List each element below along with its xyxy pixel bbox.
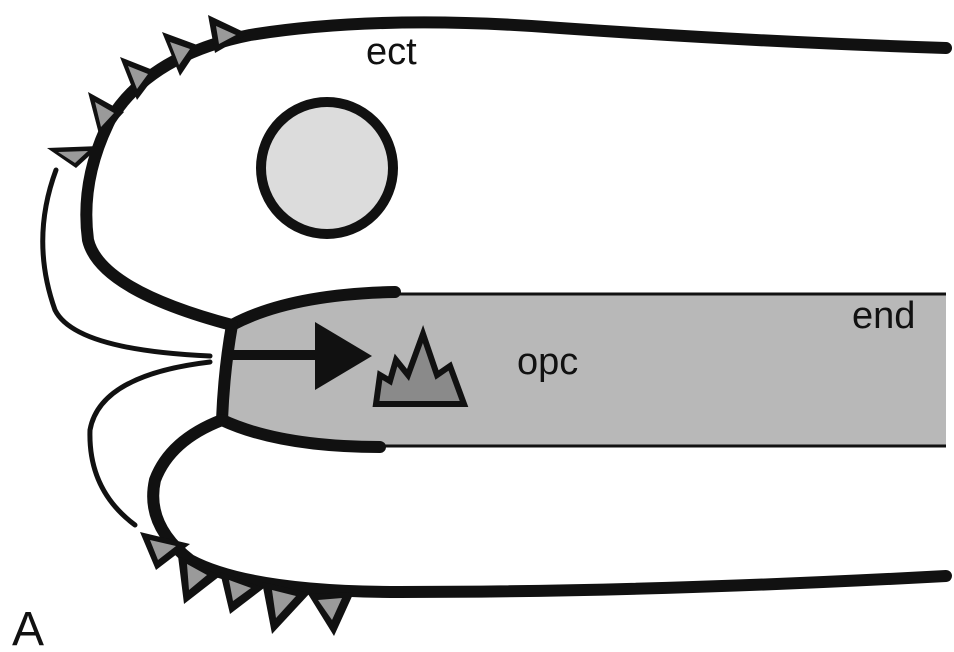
triangle-marker-icon: [308, 592, 354, 636]
triangle-markers-upper: [47, 15, 248, 168]
membrane-upper: [43, 170, 210, 356]
label-opc: opc: [517, 341, 578, 383]
ectoderm-upper: [86, 22, 946, 325]
label-end: end: [852, 295, 915, 337]
panel-label: A: [12, 603, 44, 652]
vesicle-circle: [261, 102, 393, 234]
label-ect: ect: [366, 31, 417, 73]
triangle-marker-icon: [208, 15, 248, 53]
